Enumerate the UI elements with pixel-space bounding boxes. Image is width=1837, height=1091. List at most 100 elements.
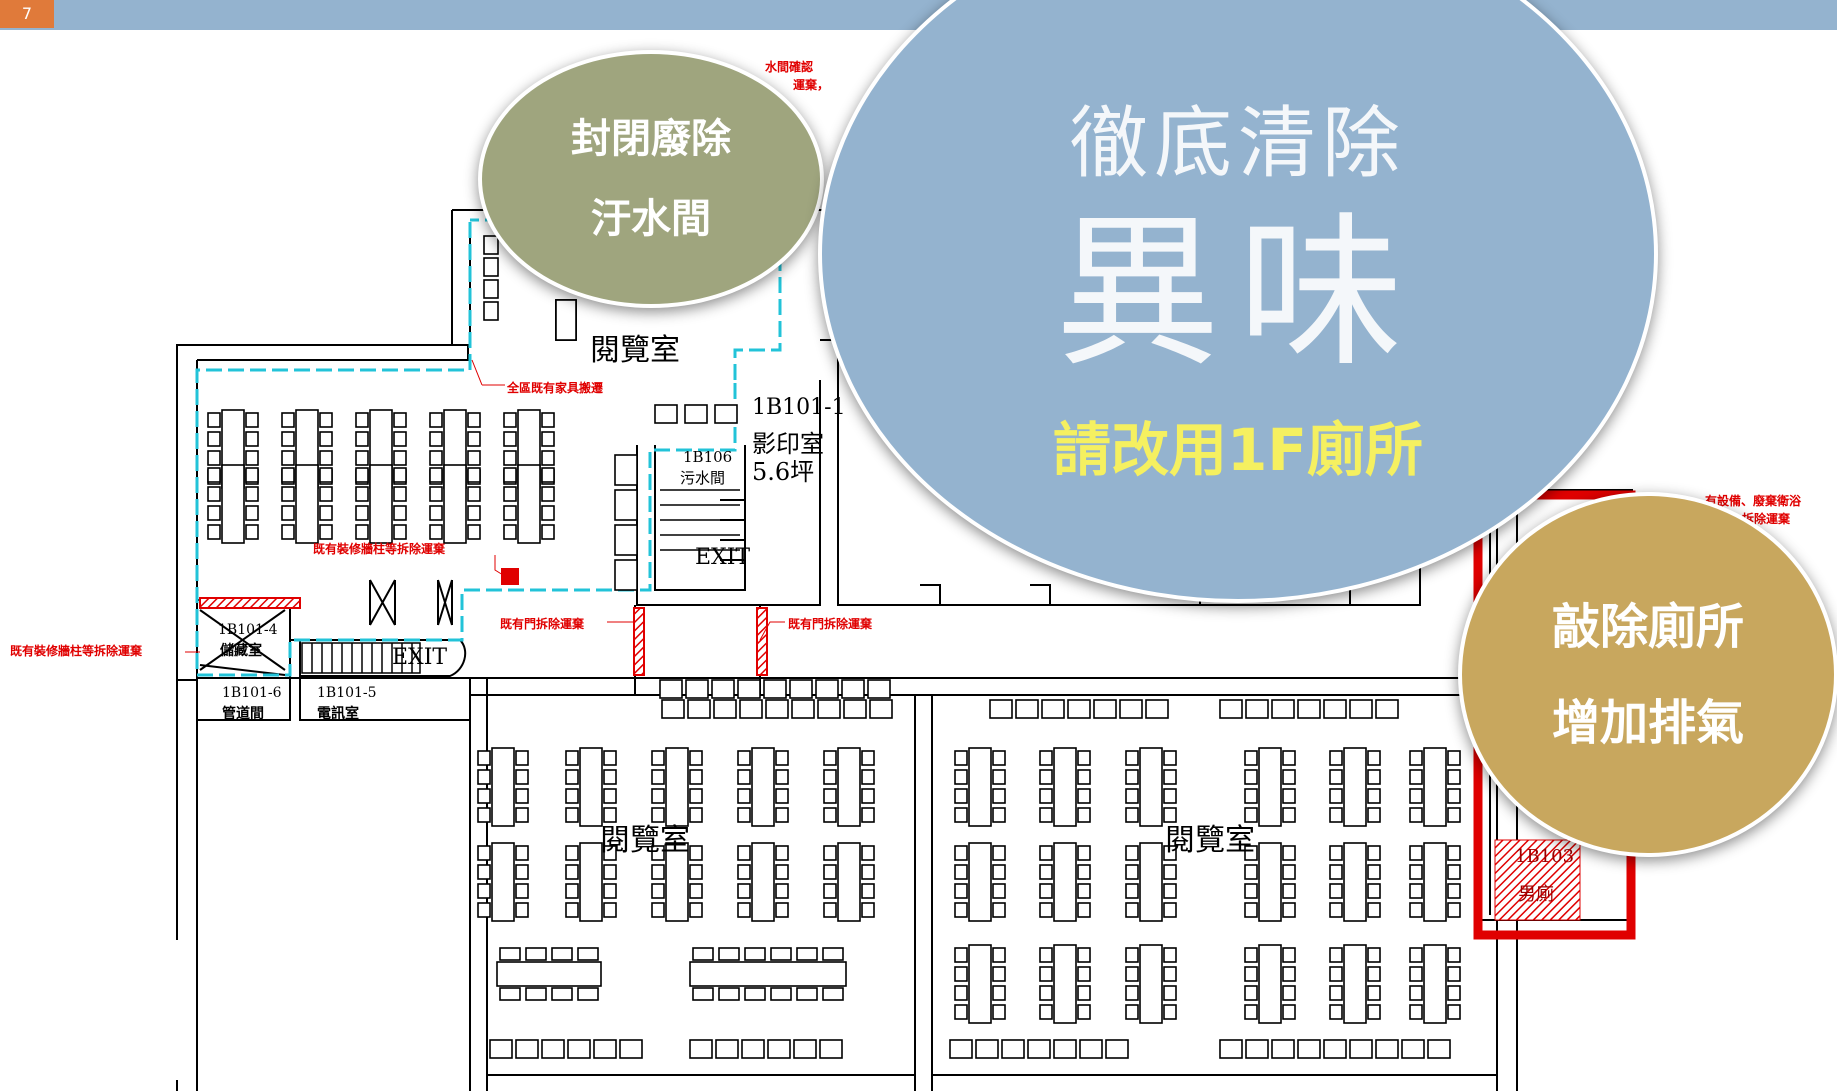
furniture-piece bbox=[1039, 788, 1053, 804]
furniture-piece bbox=[689, 807, 703, 823]
furniture-piece bbox=[477, 845, 491, 861]
furniture-piece bbox=[393, 524, 407, 540]
furniture-piece bbox=[737, 769, 751, 785]
furniture-piece bbox=[1163, 985, 1177, 1001]
furniture-piece bbox=[429, 486, 443, 502]
furniture-piece bbox=[992, 966, 1006, 982]
furniture-piece bbox=[992, 750, 1006, 766]
furniture-piece bbox=[775, 883, 789, 899]
furniture-piece bbox=[245, 505, 259, 521]
furniture-piece bbox=[1282, 902, 1296, 918]
page-number-badge: 7 bbox=[0, 0, 54, 28]
furniture-piece bbox=[477, 883, 491, 899]
furniture-piece bbox=[1423, 747, 1447, 827]
furniture-piece bbox=[1244, 947, 1258, 963]
furniture-piece bbox=[515, 883, 529, 899]
furniture-piece bbox=[1447, 966, 1461, 982]
furniture-piece bbox=[954, 864, 968, 880]
callout-instruction: 請改用1F廁所 bbox=[1053, 416, 1423, 484]
furniture-piece bbox=[1409, 807, 1423, 823]
furniture-piece bbox=[665, 842, 689, 922]
furniture-piece bbox=[1367, 1004, 1381, 1020]
callout-remove-odor: 徹底清除 異味 請改用1F廁所 bbox=[818, 0, 1658, 603]
exit-label: EXIT bbox=[695, 545, 751, 570]
furniture-piece bbox=[1077, 845, 1091, 861]
furniture-piece bbox=[1077, 985, 1091, 1001]
furniture-piece bbox=[1447, 1004, 1461, 1020]
furniture-piece bbox=[1125, 966, 1139, 982]
furniture-piece bbox=[992, 883, 1006, 899]
furniture-piece bbox=[1282, 947, 1296, 963]
furniture-piece bbox=[577, 987, 599, 1001]
room-code-1b101-1: 1B101-1 bbox=[752, 395, 846, 420]
furniture-piece bbox=[1139, 747, 1163, 827]
furniture-piece bbox=[1077, 902, 1091, 918]
furniture-piece bbox=[1323, 699, 1347, 719]
furniture-piece bbox=[861, 864, 875, 880]
note-columns-remove: 既有裝修牆柱等拆除運棄 bbox=[10, 644, 143, 658]
furniture-piece bbox=[651, 750, 665, 766]
furniture-piece bbox=[477, 902, 491, 918]
furniture-piece bbox=[1163, 788, 1177, 804]
furniture-piece bbox=[992, 788, 1006, 804]
furniture-piece bbox=[483, 235, 499, 255]
furniture-piece bbox=[1139, 944, 1163, 1024]
exit-label: EXIT bbox=[392, 645, 448, 670]
furniture-piece bbox=[1219, 1039, 1243, 1059]
furniture-piece bbox=[1409, 864, 1423, 880]
furniture-piece bbox=[281, 486, 295, 502]
furniture-piece bbox=[654, 404, 678, 424]
furniture-piece bbox=[281, 524, 295, 540]
furniture-piece bbox=[1067, 699, 1091, 719]
furniture-piece bbox=[1367, 807, 1381, 823]
furniture-piece bbox=[1271, 1039, 1295, 1059]
furniture-piece bbox=[1447, 807, 1461, 823]
furniture-piece bbox=[796, 947, 818, 961]
furniture-piece bbox=[541, 450, 555, 466]
furniture-piece bbox=[651, 769, 665, 785]
room-code-1b101-5: 1B101-5 bbox=[317, 685, 377, 701]
furniture-piece bbox=[796, 987, 818, 1001]
furniture-piece bbox=[319, 412, 333, 428]
furniture-piece bbox=[1409, 902, 1423, 918]
furniture-piece bbox=[565, 902, 579, 918]
furniture-piece bbox=[1077, 864, 1091, 880]
furniture-piece bbox=[319, 524, 333, 540]
reading-room-label: 閱覽室 bbox=[600, 823, 690, 858]
furniture-piece bbox=[245, 431, 259, 447]
furniture-piece bbox=[711, 679, 735, 699]
furniture-piece bbox=[713, 699, 737, 719]
furniture-piece bbox=[593, 1039, 617, 1059]
callout-line: 增加排氣 bbox=[1551, 694, 1744, 751]
furniture-piece bbox=[823, 883, 837, 899]
furniture-piece bbox=[992, 947, 1006, 963]
furniture-piece bbox=[819, 1039, 843, 1059]
furniture-piece bbox=[1282, 788, 1296, 804]
furniture-piece bbox=[1163, 966, 1177, 982]
furniture-piece bbox=[567, 1039, 591, 1059]
furniture-piece bbox=[687, 699, 711, 719]
furniture-piece bbox=[1367, 788, 1381, 804]
furniture-piece bbox=[245, 486, 259, 502]
furniture-piece bbox=[614, 454, 638, 486]
furniture-piece bbox=[949, 1039, 973, 1059]
furniture-piece bbox=[992, 807, 1006, 823]
furniture-piece bbox=[775, 807, 789, 823]
furniture-piece bbox=[467, 467, 481, 483]
furniture-piece bbox=[1401, 1039, 1425, 1059]
reading-room-label: 閱覽室 bbox=[590, 333, 680, 368]
furniture-piece bbox=[1323, 1039, 1347, 1059]
furniture-piece bbox=[1039, 902, 1053, 918]
furniture-piece bbox=[319, 486, 333, 502]
furniture-piece bbox=[954, 788, 968, 804]
furniture-piece bbox=[477, 788, 491, 804]
furniture-piece bbox=[467, 524, 481, 540]
furniture-piece bbox=[603, 788, 617, 804]
furniture-piece bbox=[541, 505, 555, 521]
furniture-piece bbox=[515, 864, 529, 880]
furniture-piece bbox=[861, 902, 875, 918]
furniture-piece bbox=[861, 788, 875, 804]
furniture-piece bbox=[541, 524, 555, 540]
furniture-piece bbox=[1053, 1039, 1077, 1059]
